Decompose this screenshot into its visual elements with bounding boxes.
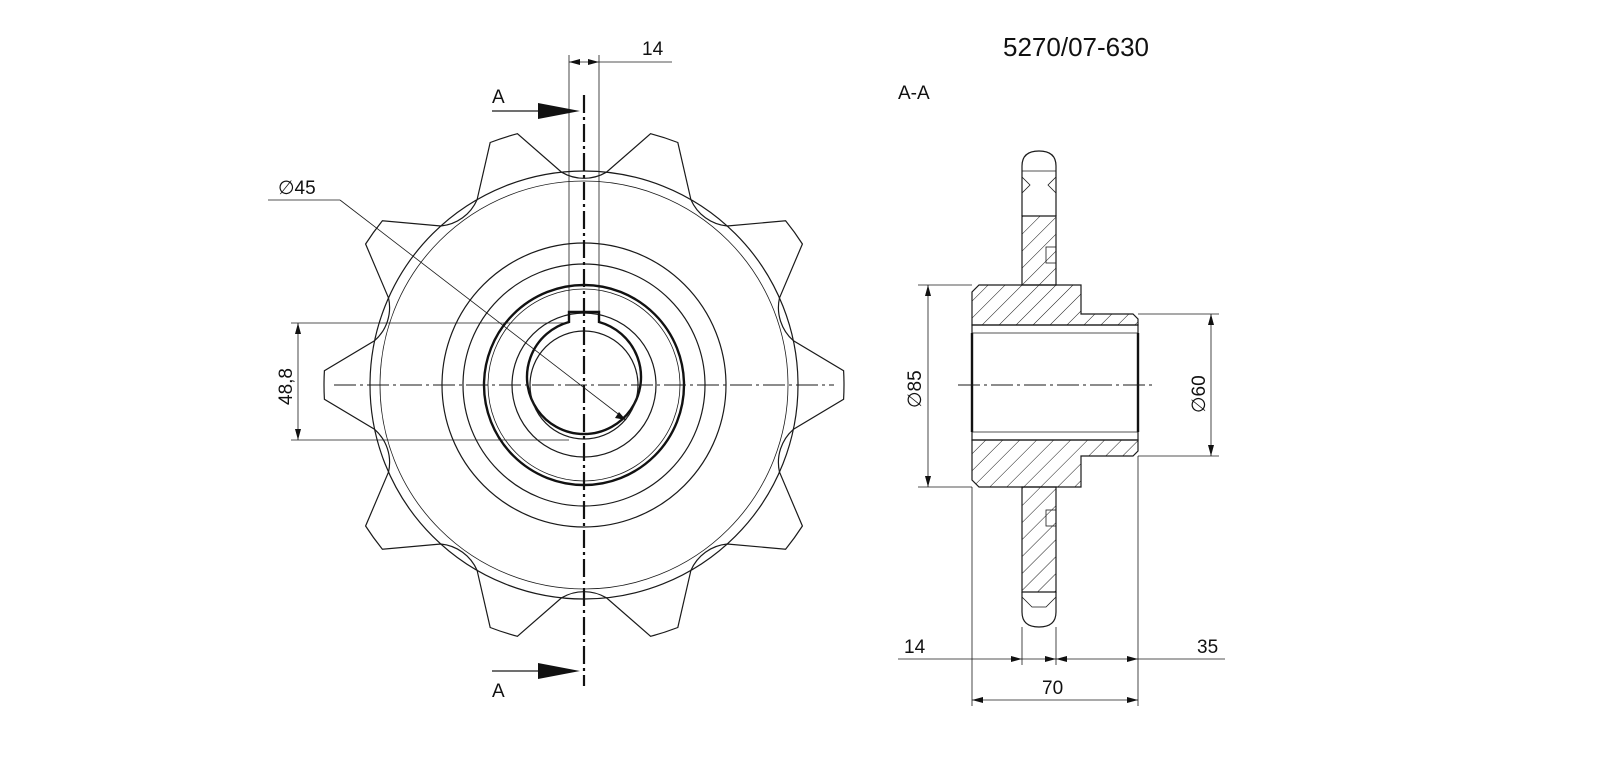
section-marker-bottom: A [492, 681, 505, 702]
dim-tooth-arrow-right [1056, 656, 1067, 662]
tooth-groove-top [1021, 176, 1057, 194]
bore-arrow-head [615, 412, 626, 420]
dia85-arrow-top [925, 285, 931, 296]
dim14-arrow [1011, 656, 1022, 662]
tooth-groove-bottom [1021, 596, 1057, 608]
dia60-label: ∅60 [1189, 375, 1210, 413]
hub-section-top [971, 284, 1139, 326]
tooth-notch-top [1045, 246, 1057, 264]
key-height-arrow-bottom [295, 429, 301, 440]
length-arrow-right [1127, 697, 1138, 703]
tooth-tip-bottom [1021, 592, 1057, 628]
hub-bore [971, 324, 1139, 441]
tooth-notch-bottom [1045, 509, 1057, 527]
hub-section-bottom [971, 439, 1139, 488]
dia85-label: ∅85 [905, 370, 926, 408]
section-arrow-bottom-head [538, 663, 580, 679]
dia60-arrow-top [1208, 314, 1214, 325]
dia60-arrow-bottom [1208, 445, 1214, 456]
length-arrow-left [972, 697, 983, 703]
drawing-title: 5270/07-630 [1003, 32, 1149, 62]
section-marker-top: A [492, 87, 505, 108]
key-height-arrow-top [295, 323, 301, 334]
section-arrow-top-head [538, 103, 580, 119]
bore-diameter-line [339, 199, 627, 421]
keyway-arrow-right [588, 59, 599, 65]
tooth-section-top [1021, 215, 1057, 286]
dim-left-label: 14 [904, 637, 926, 658]
tooth-tip-top [1021, 150, 1057, 216]
dia85-arrow-bottom [925, 476, 931, 487]
bore-with-keyway [525, 310, 643, 436]
dim-right-label: 35 [1197, 637, 1218, 658]
length-label: 70 [1042, 678, 1063, 699]
section-view-label: A-A [898, 83, 930, 104]
section-view: 5270/07-630 A-A ∅85 [898, 32, 1225, 706]
keyway-width-label: 14 [642, 39, 664, 60]
bore-diameter-label: ∅45 [278, 178, 316, 199]
tooth-section-bottom [1021, 486, 1057, 593]
front-view: 14 ∅45 48,8 A A [268, 39, 845, 702]
keyway-arrow-left [569, 59, 580, 65]
dim35-arrow [1127, 656, 1138, 662]
key-height-label: 48,8 [276, 368, 297, 405]
dim-tooth-arrow-left [1045, 656, 1056, 662]
